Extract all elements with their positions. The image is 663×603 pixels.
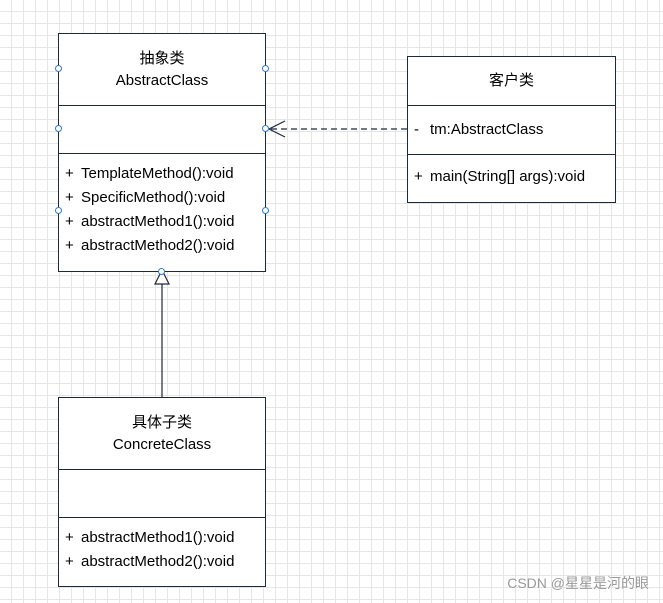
visibility-marker: + [65,529,74,546]
method-signature: abstractMethod1():void [81,213,235,230]
class-name-cn: 客户类 [488,72,534,89]
visibility-marker: + [65,165,74,182]
dependency-arrow[interactable] [267,120,407,138]
class-header: 抽象类 AbstractClass [59,34,265,106]
abstract-class-box[interactable]: 抽象类 AbstractClass + TemplateMethod():void… [58,33,266,272]
attribute-row: -tm:AbstractClass [408,118,615,142]
visibility-marker: + [414,168,423,185]
attribute-signature: tm:AbstractClass [430,121,544,138]
visibility-marker: + [65,237,74,254]
class-name-en: AbstractClass [115,71,209,89]
methods-section: + TemplateMethod():void + SpecificMethod()… [59,154,265,258]
attributes-section: -tm:AbstractClass [408,106,615,155]
resize-handle-right-bottom[interactable] [262,207,269,214]
methods-section: + main(String[] args):void [408,155,615,189]
method-signature: abstractMethod2():void [81,553,235,570]
method-signature: abstractMethod2():void [81,237,235,254]
method-row: + main(String[] args):void [408,165,615,189]
visibility-marker: - [414,121,419,138]
watermark: CSDN @星星是河的眼 [507,575,649,591]
method-row: + abstractMethod2():void [59,234,265,258]
visibility-marker: + [65,553,74,570]
resize-handle-right-mid[interactable] [262,125,269,132]
class-header: 客户类 [408,57,615,106]
resize-handle-bottom-center[interactable] [158,268,165,275]
method-row: + abstractMethod2():void [59,550,265,574]
visibility-marker: + [65,189,74,206]
class-name-en: ConcreteClass [112,435,212,453]
visibility-marker: + [65,213,74,230]
method-signature: main(String[] args):void [430,168,586,185]
resize-handle-left-bottom[interactable] [55,207,62,214]
attributes-section [59,106,265,154]
method-signature: SpecificMethod():void [81,189,226,206]
class-name-cn: 抽象类 [139,49,185,67]
attributes-section [59,470,265,518]
method-row: + TemplateMethod():void [59,162,265,186]
class-header: 具体子类 ConcreteClass [59,398,265,470]
concrete-class-box[interactable]: 具体子类 ConcreteClass + abstractMethod1():vo… [58,397,266,587]
methods-section: + abstractMethod1():void + abstractMethod2… [59,518,265,574]
class-name-cn: 具体子类 [131,413,192,431]
method-signature: abstractMethod1():void [81,529,235,546]
method-row: + abstractMethod1():void [59,210,265,234]
method-row: + abstractMethod1():void [59,526,265,550]
method-signature: TemplateMethod():void [81,165,234,182]
resize-handle-left-top[interactable] [55,65,62,72]
resize-handle-left-mid[interactable] [55,125,62,132]
client-class-box[interactable]: 客户类 -tm:AbstractClass + main(String[] arg… [407,56,616,203]
method-row: + SpecificMethod():void [59,186,265,210]
generalization-arrow[interactable] [154,268,170,397]
resize-handle-right-top[interactable] [262,65,269,72]
